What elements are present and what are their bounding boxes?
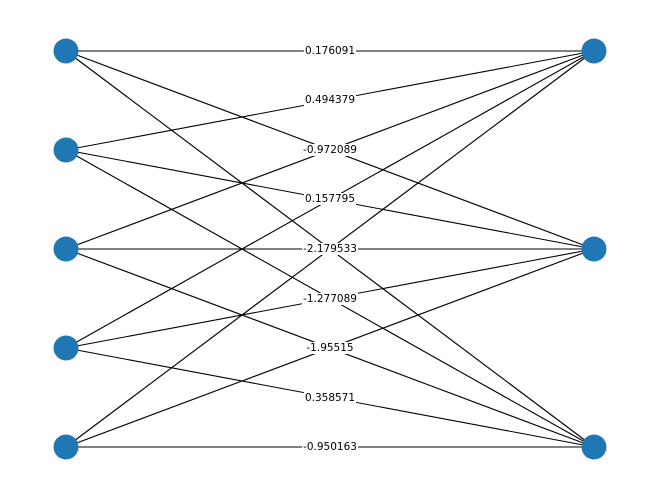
edge-label-text: -0.972089 [303,144,357,156]
edge-label-background [303,94,357,106]
left-node-0 [53,38,79,64]
edge-label-background [303,45,357,57]
edge-label-background [303,193,357,205]
edge-label-background [302,441,358,453]
edge-label: -0.950163 [302,441,358,453]
edge-label-background [303,392,357,404]
edge-label-text: 0.176091 [305,45,355,57]
edge-label: 0.176091 [303,45,357,57]
edge-label-text: 0.494379 [305,94,355,106]
edge-label-text: -1.95515 [306,342,353,354]
edge-label-text: 0.157795 [305,193,355,205]
left-node-4 [53,434,79,460]
edge-label-text: -1.277089 [303,293,357,305]
edge-label-background [302,144,358,156]
edge-label-background [305,342,355,354]
edge-label: -1.277089 [302,293,358,305]
edge-labels-layer: 0.176091 0.494379 -0.972089 0.157795 -2.1795… [302,45,358,453]
left-node-2 [53,236,79,262]
left-node-3 [53,335,79,361]
edge-label: 0.494379 [303,94,357,106]
edge-label: -2.179533 [302,243,358,255]
edge-label: -0.972089 [302,144,358,156]
edge-label: 0.358571 [303,392,357,404]
edge-label-text: -0.950163 [303,441,357,453]
left-node-1 [53,137,79,163]
edge-label-background [302,243,358,255]
right-node-2 [581,434,607,460]
edge-label: 0.157795 [303,193,357,205]
edge-label-background [302,293,358,305]
edge-label-text: 0.358571 [305,392,355,404]
nodes-layer [53,38,607,460]
edge-label: -1.95515 [305,342,355,354]
right-node-0 [581,38,607,64]
edge-label-text: -2.179533 [303,243,357,255]
right-node-1 [581,236,607,262]
